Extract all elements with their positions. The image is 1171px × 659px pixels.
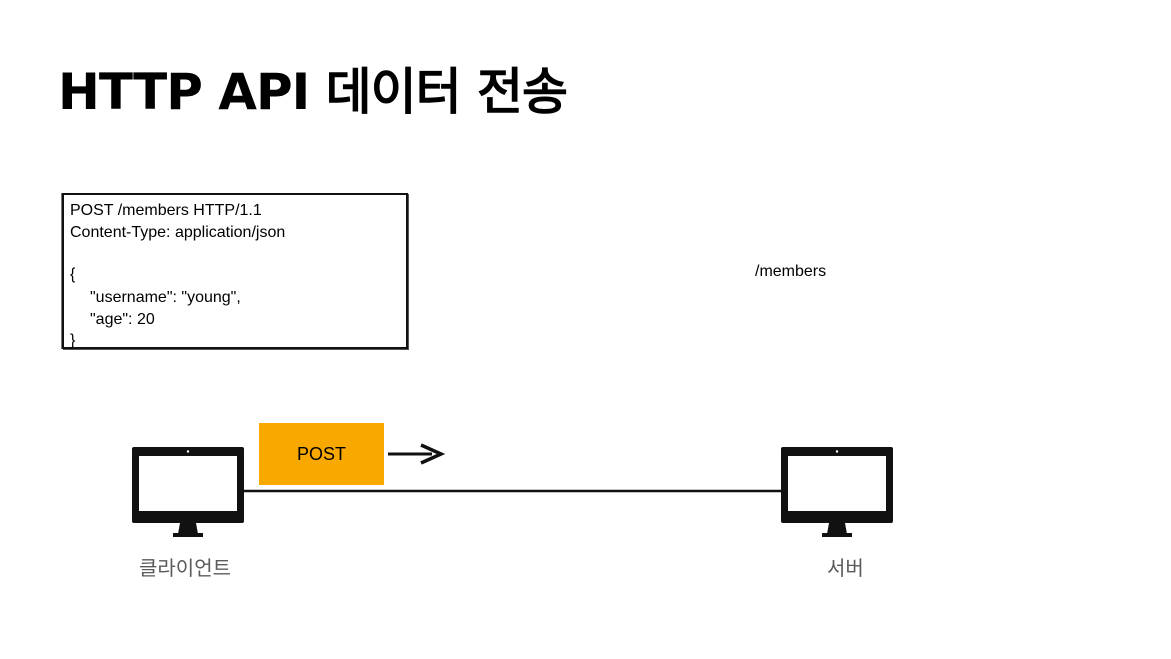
http-request-message-box: POST /members HTTP/1.1 Content-Type: app… xyxy=(62,193,408,349)
http-method-box: POST xyxy=(259,423,384,485)
json-username-field: "username": "young", xyxy=(90,289,241,306)
server-path-label: /members xyxy=(755,263,827,280)
request-arrow-head xyxy=(420,443,446,465)
client-monitor-icon xyxy=(132,447,244,537)
content-type-header: Content-Type: application/json xyxy=(70,224,286,241)
slide-title: HTTP API 데이터 전송 xyxy=(58,63,568,121)
request-line: POST /members HTTP/1.1 xyxy=(70,202,262,219)
json-open-brace: { xyxy=(70,266,76,283)
server-monitor-icon xyxy=(781,447,893,537)
client-label: 클라이언트 xyxy=(139,556,231,580)
json-close-brace: } xyxy=(70,332,76,349)
json-age-field: "age": 20 xyxy=(90,311,155,328)
server-label: 서버 xyxy=(827,556,864,580)
